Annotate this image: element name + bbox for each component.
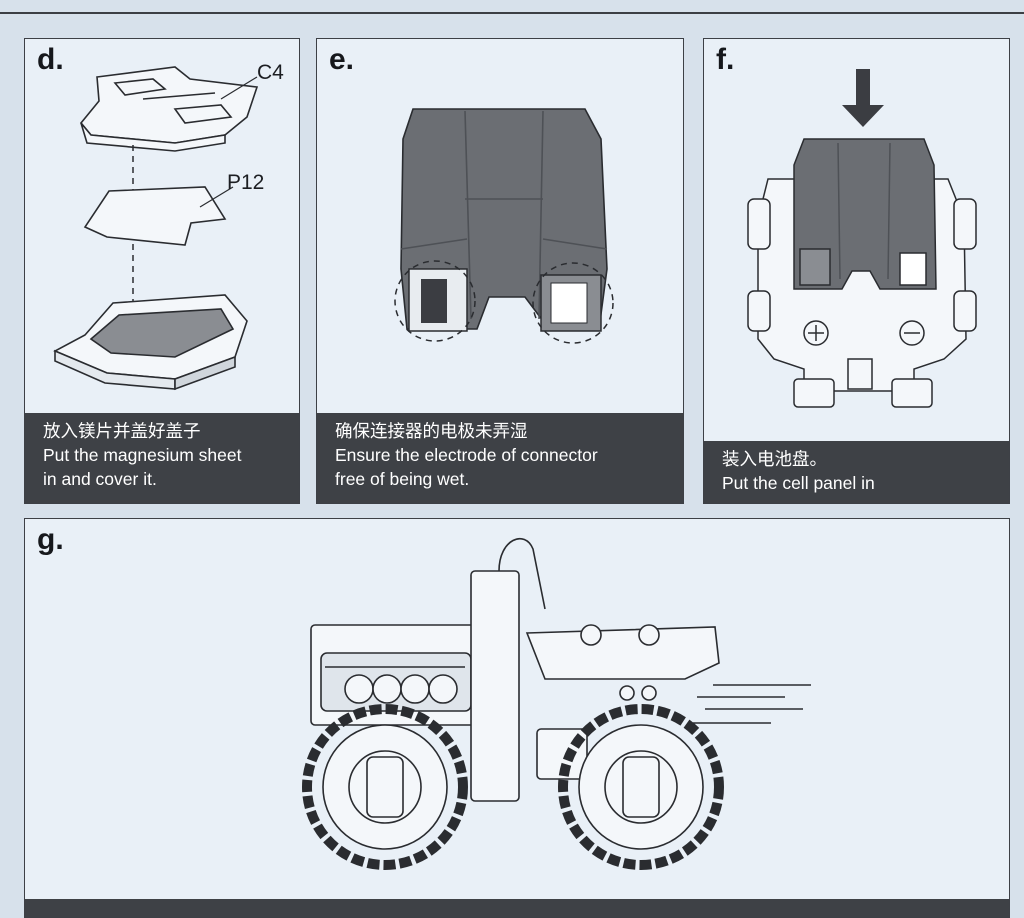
caption-d: 放入镁片并盖好盖子 Put the magnesium sheet in and… (25, 413, 299, 503)
caption-e: 确保连接器的电极未弄湿 Ensure the electrode of conn… (317, 413, 683, 503)
front-body-part (525, 624, 720, 780)
panel-g: g. (24, 518, 1010, 918)
caption-e-en-line2: free of being wet. (335, 469, 470, 489)
label-c4: C4 (257, 61, 284, 84)
caption-e-en-line1: Ensure the electrode of connector (335, 445, 598, 465)
step-label-g: g. (37, 523, 64, 556)
lid-c4-part (79, 66, 259, 152)
caption-f: 装入电池盘。 Put the cell panel in (704, 441, 1009, 503)
screw-icon (803, 320, 925, 346)
vehicle-illustration (302, 538, 811, 870)
dashed-circle-icon (532, 262, 614, 344)
caption-g-bar (25, 899, 1009, 917)
cell-panel-insert-illustration (747, 69, 977, 408)
caption-d-en-line1: Put the magnesium sheet (43, 445, 242, 465)
battery-tray-part (53, 294, 248, 391)
speed-lines (693, 684, 811, 724)
left-connector-part (394, 260, 476, 342)
tower-part (470, 538, 546, 802)
sheet-p12-part (83, 186, 227, 246)
panel-d: d. C4 P12 放入镁片并盖好盖子 Put the ma (24, 38, 300, 504)
rear-wheel-part (302, 704, 468, 870)
magnesium-assembly-illustration: C4 P12 (53, 61, 284, 391)
right-connector-part (532, 262, 614, 344)
down-arrow-icon (842, 69, 884, 127)
step-label-e: e. (329, 43, 355, 76)
panel-e: e. 确保连接器的电极未弄湿 Ensure the electrode of c… (316, 38, 684, 504)
cell-panel-part (793, 138, 937, 290)
rear-body-part (310, 624, 482, 726)
caption-d-zh: 放入镁片并盖好盖子 (43, 421, 201, 441)
connector-illustration (394, 108, 614, 344)
top-rule (0, 12, 1024, 14)
label-p12: P12 (227, 171, 264, 194)
caption-e-zh: 确保连接器的电极未弄湿 (335, 421, 528, 441)
step-label-d: d. (37, 43, 64, 76)
caption-f-en: Put the cell panel in (722, 473, 875, 493)
caption-d-en-line2: in and cover it. (43, 469, 157, 489)
dashed-circle-icon (394, 260, 476, 342)
panel-f: f. 装入电池盘。 Put (703, 38, 1010, 504)
caption-f-zh: 装入电池盘。 (722, 449, 827, 469)
front-wheel-part (558, 704, 724, 870)
step-label-f: f. (716, 43, 735, 76)
